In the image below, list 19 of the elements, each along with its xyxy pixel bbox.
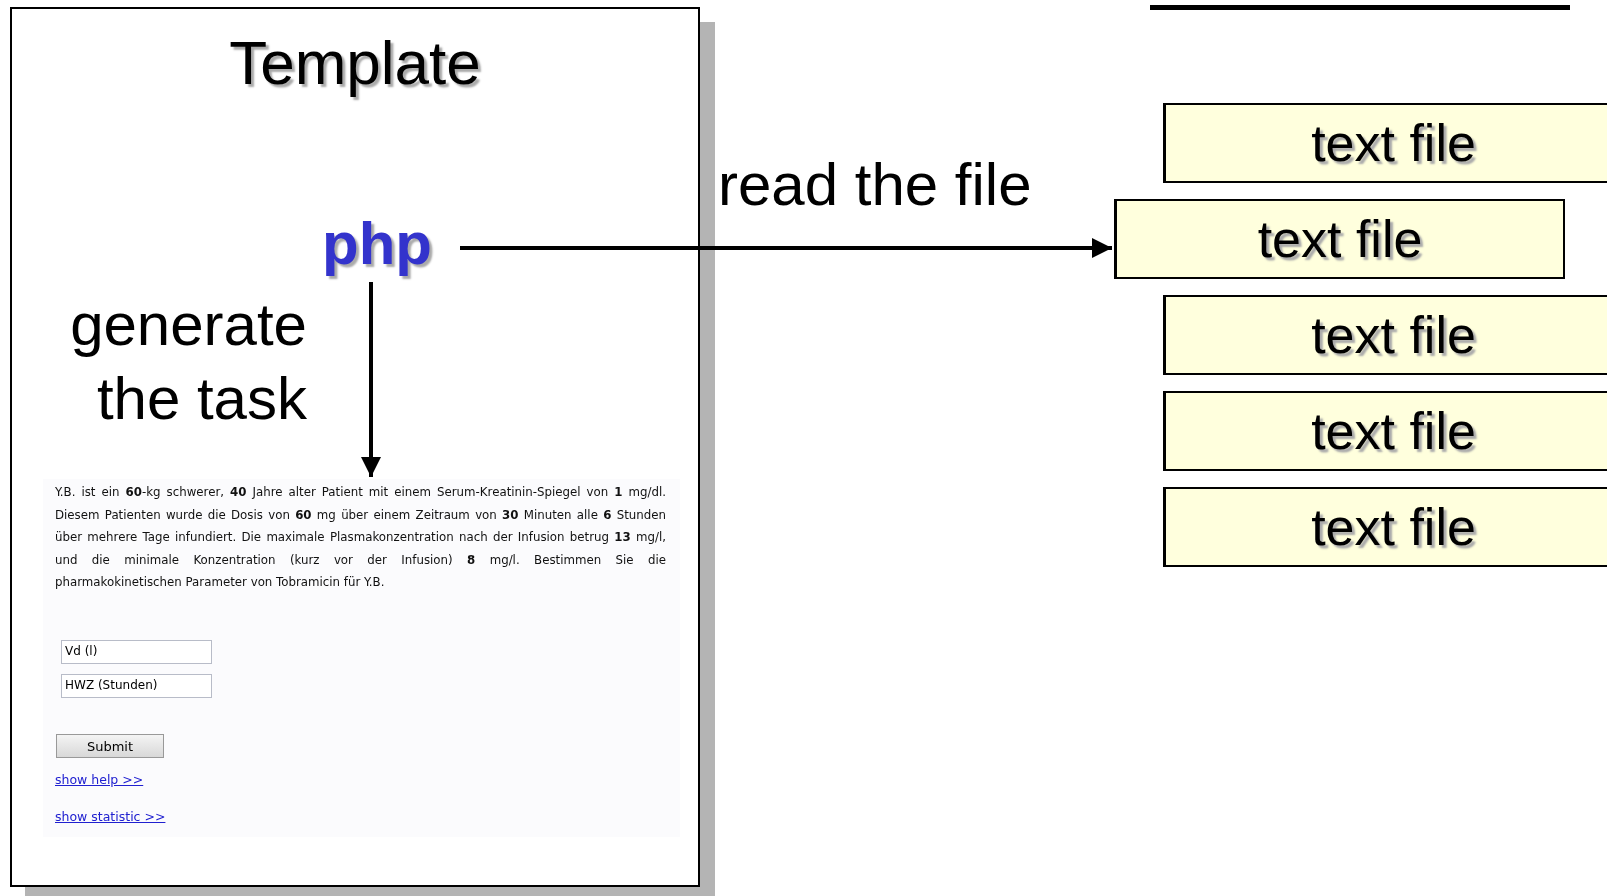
text-link: show statistic >> <box>55 809 166 824</box>
arrow <box>361 282 381 477</box>
text-file-box: text file <box>1114 199 1565 279</box>
edge-label: read the file <box>718 150 1032 220</box>
text-link: show help >> <box>55 772 144 787</box>
submit-button: Submit <box>56 734 164 758</box>
text-file-box: text file <box>1163 295 1607 375</box>
task-panel <box>43 479 680 837</box>
arrow <box>460 238 1112 258</box>
edge-label: generate the task <box>69 290 307 434</box>
text-file-box: text file <box>1163 391 1607 471</box>
template-page <box>10 7 700 887</box>
text-file-box: text file <box>1163 103 1607 183</box>
input-field: Vd (l) <box>61 640 212 664</box>
input-field: HWZ (Stunden) <box>61 674 212 698</box>
page-title: Template <box>228 27 482 98</box>
php-label: php <box>302 204 452 284</box>
task-paragraph: Y.B. ist ein 60-kg schwerer, 40 Jahre alter Patient mit einem Serum-Kreatinin-Spiegel von 1 mg/dl. Diesem Patienten wurde die Dosis von 60 mg über einem Zeitraum von 30 Minuten alle 6 Stunden über mehrere Tage infundiert. Die maximale Plasmakonzentration nach der Infusion betrug 13 mg/l, und die minimale Konzentration (kurz vor der Infusion) 8 mg/l. Bestimmen Sie die pharmakokinetischen Parameter von Tobramicin für Y.B. <box>55 484 666 591</box>
text-file-box: text file <box>1163 487 1607 567</box>
